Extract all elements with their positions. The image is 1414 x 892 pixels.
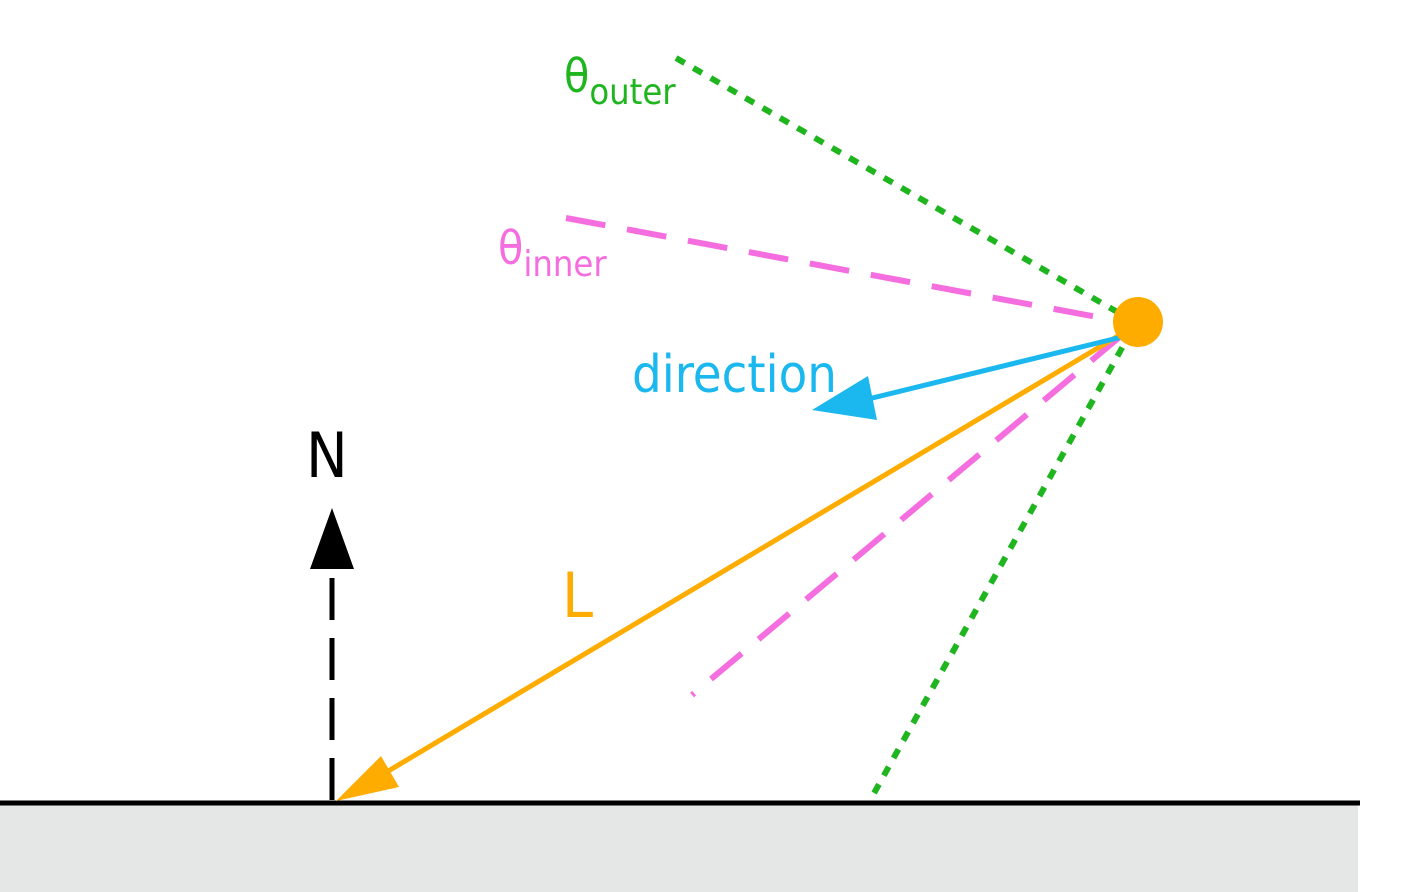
- direction-vector-arrowhead: [812, 376, 877, 420]
- normal-label: N: [306, 419, 348, 492]
- theta-inner-symbol: θ: [498, 221, 523, 275]
- theta-outer-subscript: outer: [589, 72, 676, 113]
- outer-cone-edge-upper: [674, 55, 1128, 320]
- inner-cone-edge-lower: [690, 332, 1124, 698]
- outer-cone-edge-lower: [870, 328, 1135, 797]
- direction-label: direction: [632, 345, 837, 405]
- light-vector-arrowhead: [336, 756, 399, 801]
- direction-vector-line: [859, 333, 1127, 404]
- normal-vector-arrowhead: [310, 508, 354, 569]
- theta-outer-label: θouter: [564, 49, 676, 113]
- theta-inner-subscript: inner: [523, 244, 607, 285]
- light-source-dot: [1113, 297, 1163, 347]
- light-vector-line: [378, 327, 1130, 779]
- inner-cone-edge-upper: [565, 215, 1125, 325]
- light-vector-label: L: [562, 559, 593, 632]
- theta-outer-symbol: θ: [564, 49, 589, 103]
- surface-ground: [0, 803, 1358, 892]
- theta-inner-label: θinner: [498, 221, 607, 285]
